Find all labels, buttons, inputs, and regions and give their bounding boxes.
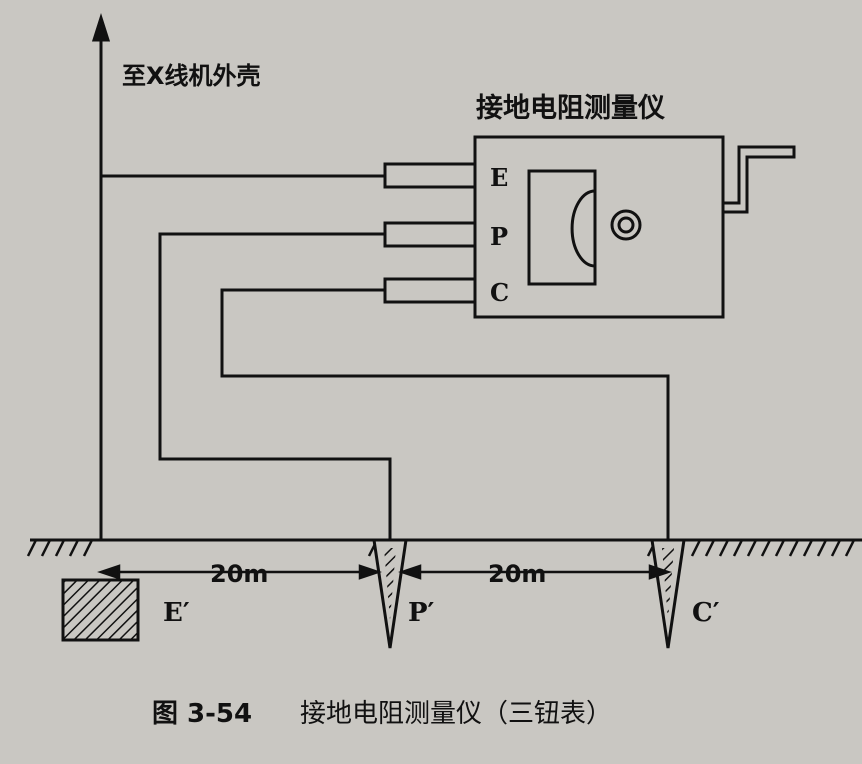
distance-left-label: 20m	[210, 560, 268, 588]
meter-window-arc	[570, 189, 596, 268]
ground-hatching	[26, 539, 856, 557]
electrode-c-label: C′	[692, 598, 720, 628]
instrument-body	[473, 135, 725, 319]
terminal-e-label: E	[490, 163, 508, 192]
figure-title: 接地电阻测量仪（三钮表）	[300, 699, 612, 729]
figure-number: 图 3-54	[152, 699, 252, 729]
terminal-c-connector	[383, 277, 477, 304]
housing-arrow-head	[91, 13, 111, 42]
electrode-e-label: E′	[163, 598, 190, 628]
distance-right-arrow-start	[398, 564, 422, 580]
terminal-p-label: P	[490, 222, 508, 251]
spike-electrode-c	[650, 538, 686, 649]
electrode-p-label: P′	[408, 598, 435, 628]
terminal-e-connector	[383, 162, 477, 189]
p-lead-wire	[158, 232, 392, 540]
dial-knob-outer	[610, 209, 642, 241]
terminal-p-connector	[383, 221, 477, 248]
distance-left-arrow-start	[97, 564, 121, 580]
meter-window	[527, 169, 597, 286]
dial-knob-inner	[617, 216, 635, 234]
ground-electrode-e	[61, 578, 140, 642]
spike-electrode-p	[372, 538, 408, 649]
terminal-c-label: C	[490, 278, 509, 307]
housing-label: 至X线机外壳	[122, 62, 261, 90]
distance-right-label: 20m	[488, 560, 546, 588]
c-lead-wire	[220, 288, 670, 540]
distance-right-arrow-end	[648, 564, 672, 580]
hand-crank	[723, 145, 796, 214]
instrument-title: 接地电阻测量仪	[476, 93, 665, 124]
distance-left-arrow-end	[358, 564, 382, 580]
